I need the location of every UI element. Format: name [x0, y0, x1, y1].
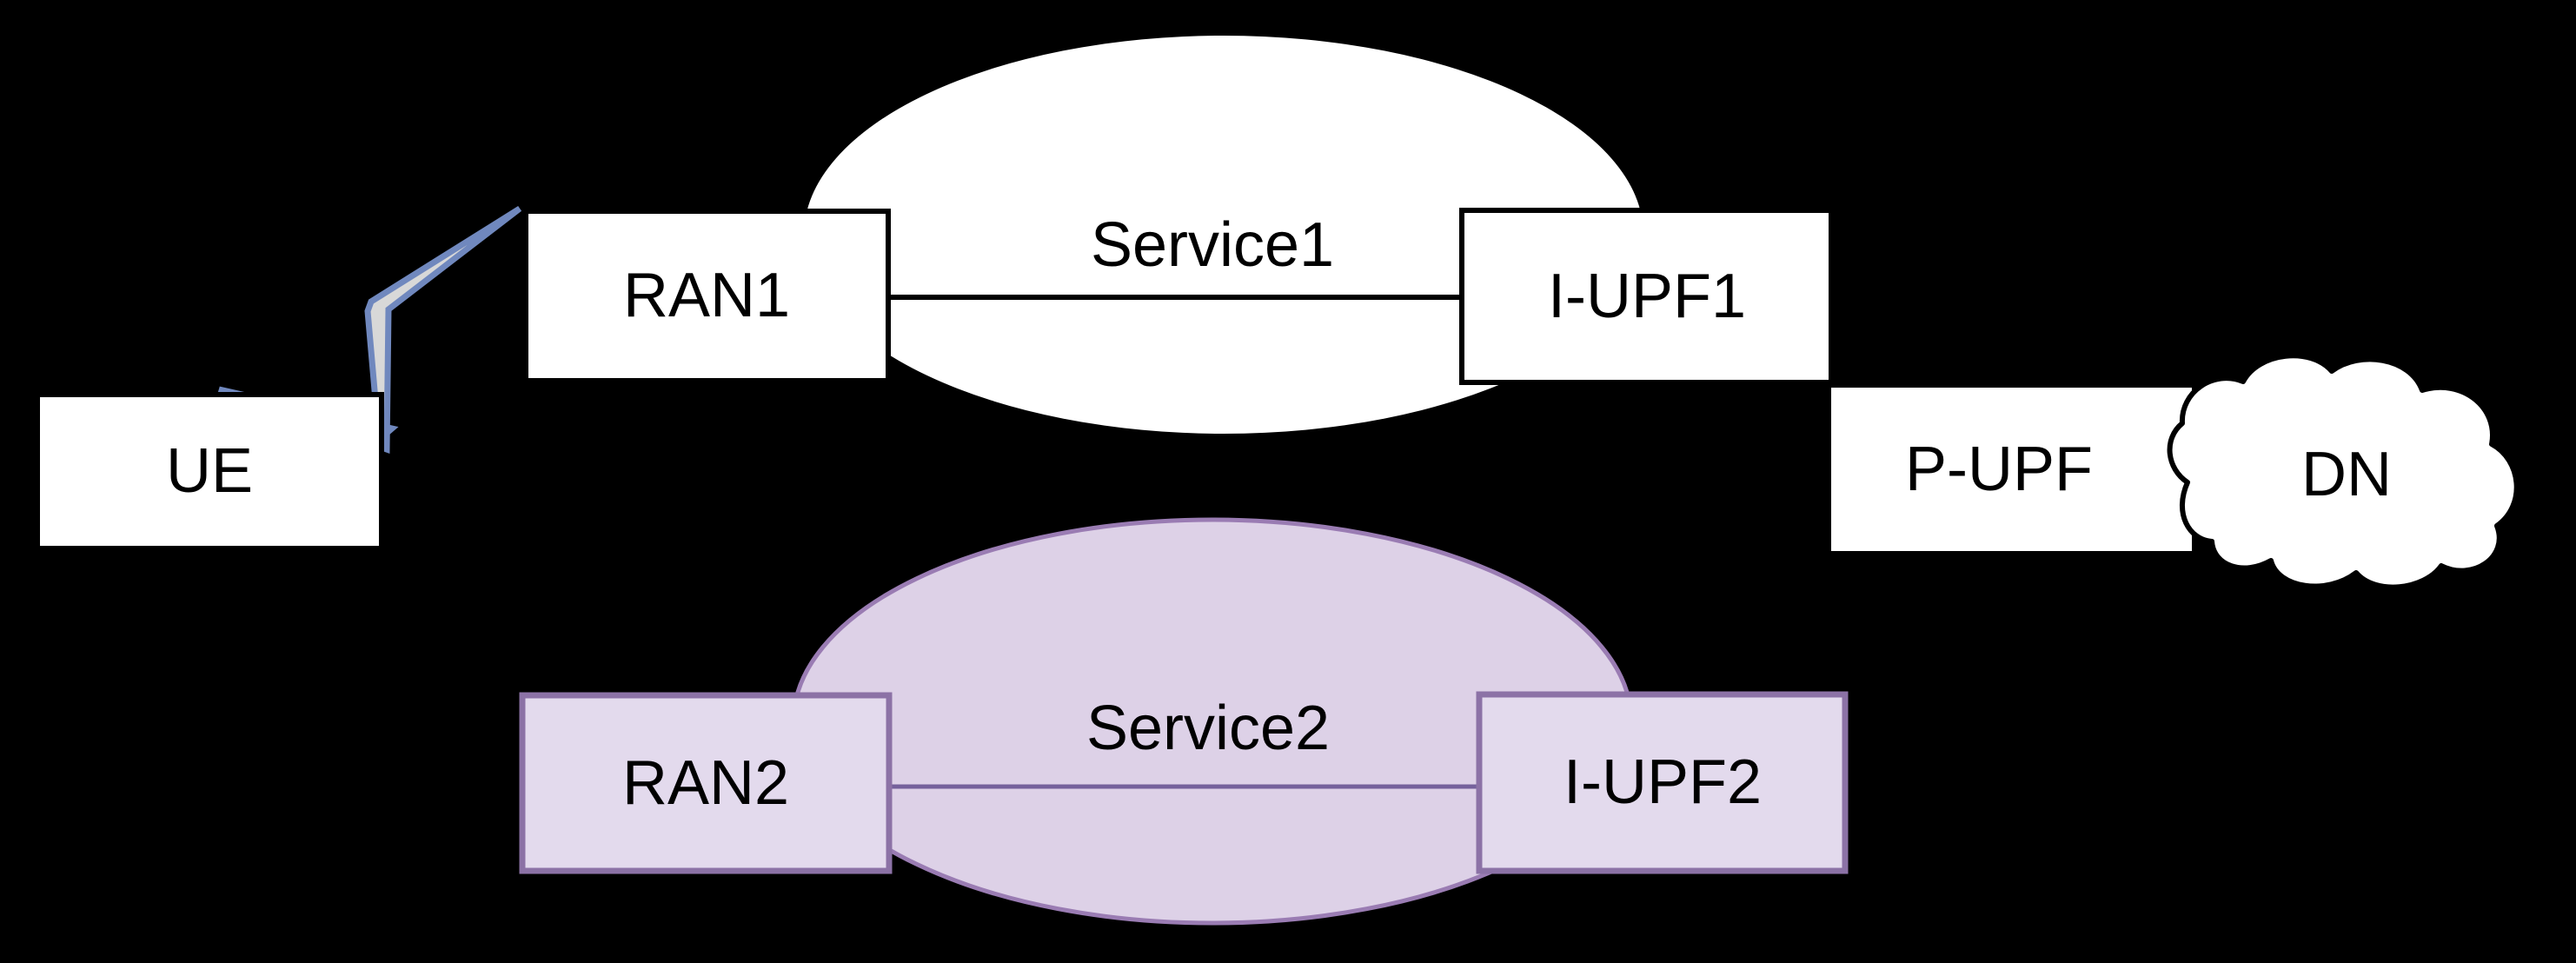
service2-label: Service2	[1086, 694, 1330, 763]
node-ue-box	[35, 392, 384, 551]
node-iupf1-label: I-UPF1	[1548, 262, 1746, 331]
node-ran1-label: RAN1	[623, 261, 790, 330]
node-iupf2-box	[1476, 691, 1849, 874]
node-ue-label: UE	[166, 436, 253, 506]
node-pupf-box	[1826, 382, 2197, 556]
node-ran2-label: RAN2	[622, 748, 789, 818]
node-dn-label: DN	[2301, 440, 2392, 509]
node-iupf1-box	[1459, 208, 1834, 385]
node-ran1-box	[523, 209, 891, 383]
node-iupf2-label: I-UPF2	[1564, 747, 1762, 817]
node-ran2-box	[519, 692, 893, 874]
lightning-bolt-icon	[217, 206, 522, 454]
dn-cloud-icon	[2167, 353, 2520, 590]
service1-label: Service1	[1091, 210, 1334, 280]
service1-ellipse	[804, 36, 1643, 434]
node-pupf-label: P-UPF	[1905, 435, 2093, 504]
